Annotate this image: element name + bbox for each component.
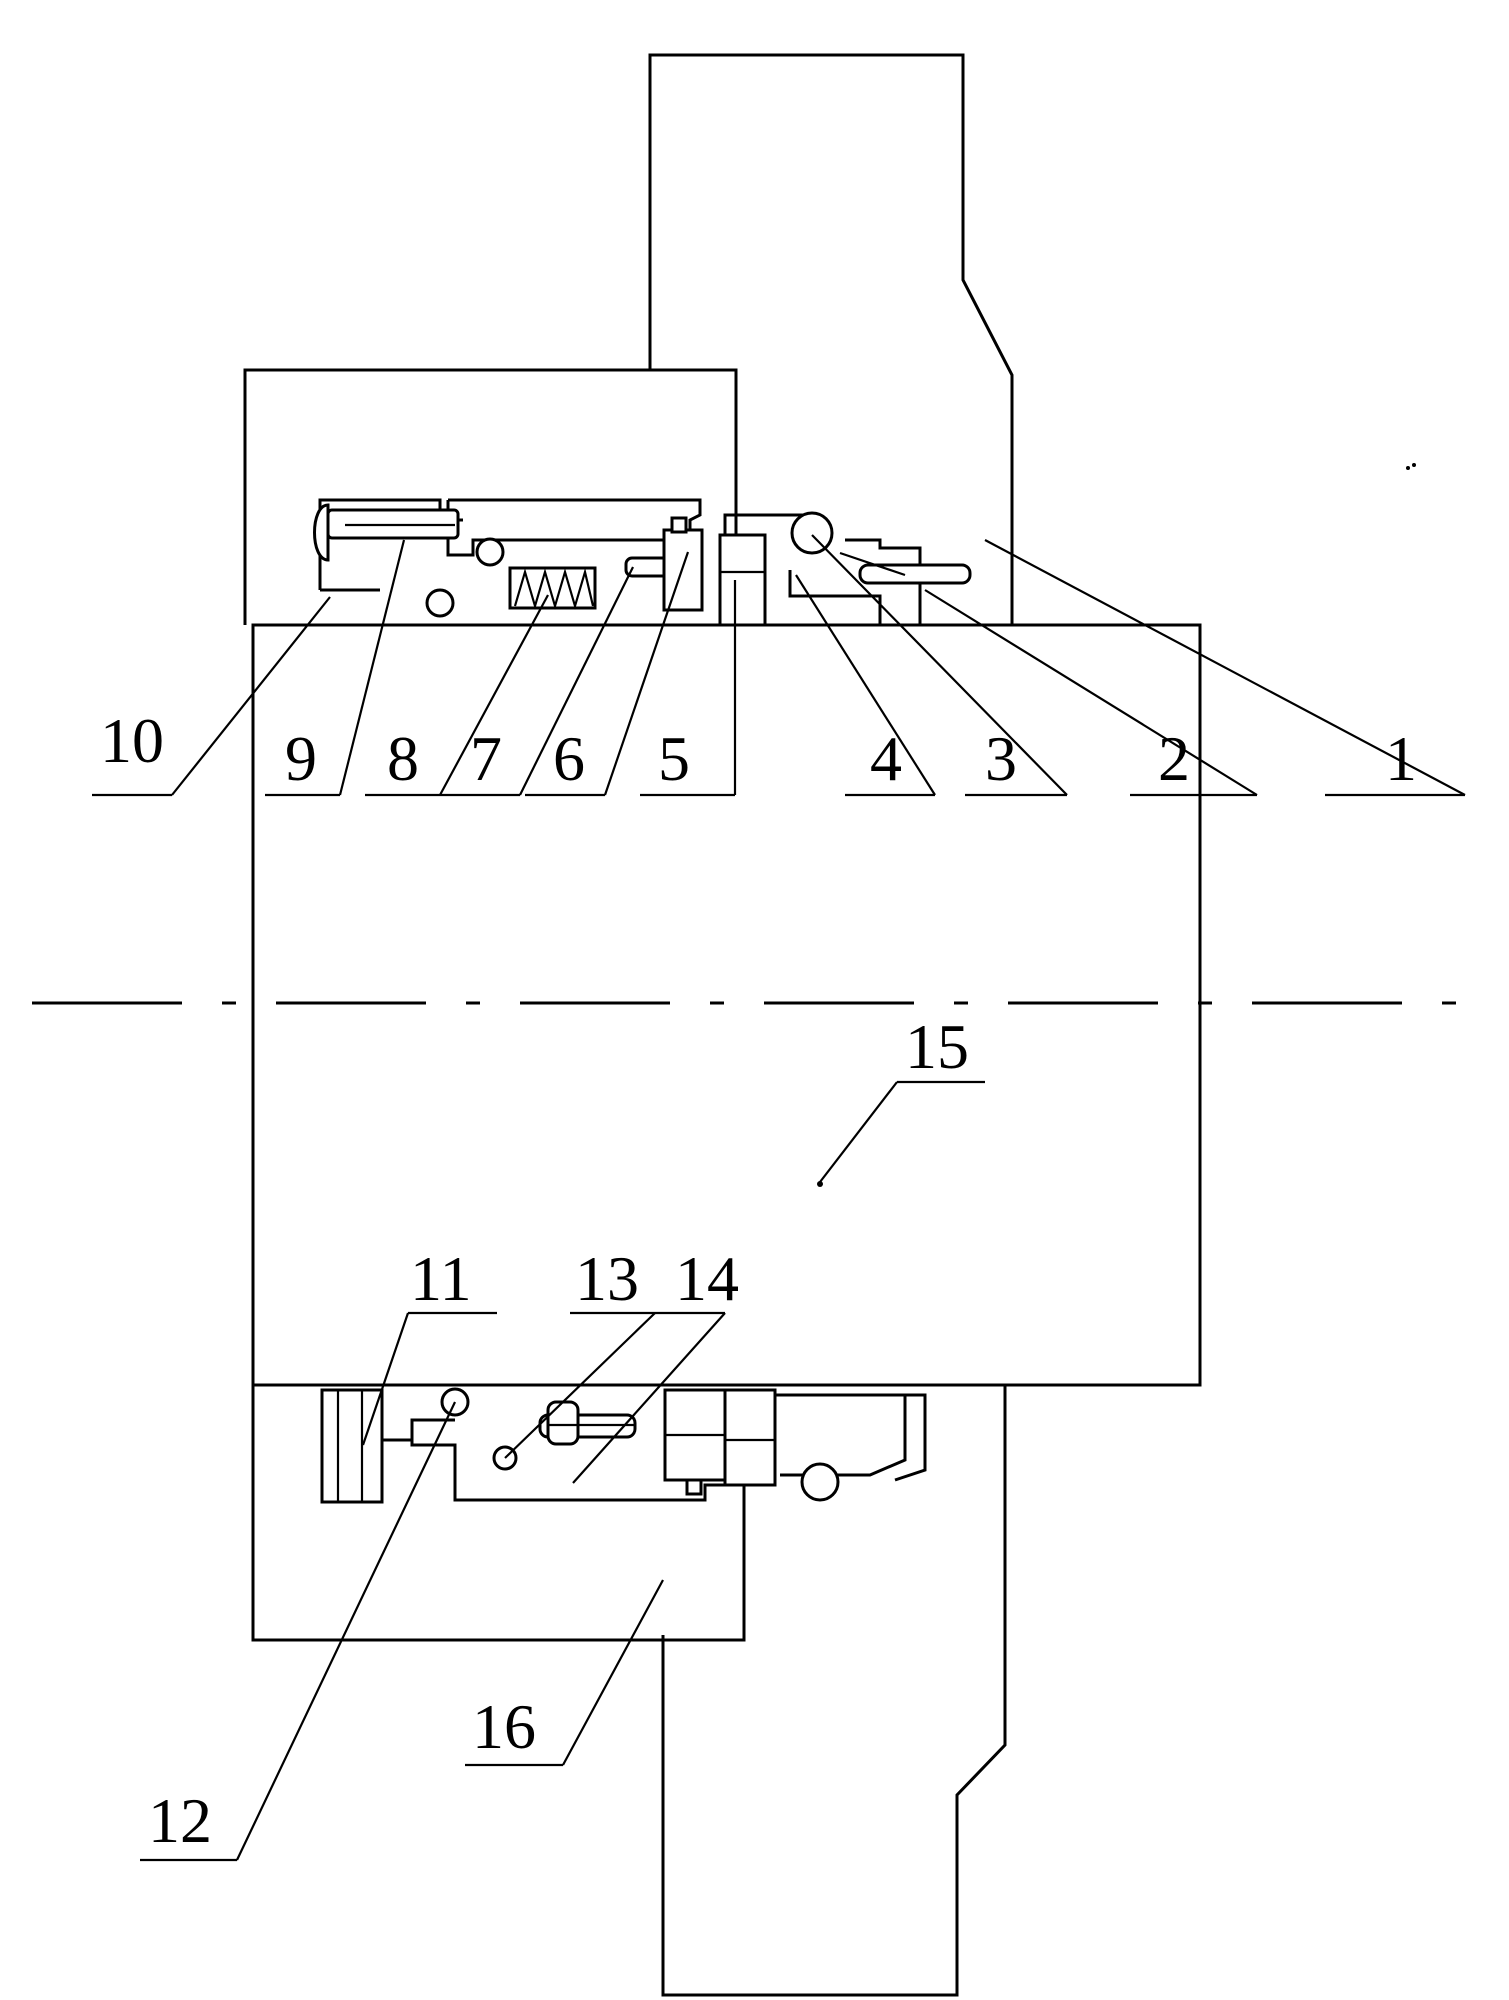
label-13: 13: [575, 1243, 639, 1314]
casing: [648, 53, 1014, 1997]
leaders: [92, 534, 1466, 1862]
label-5: 5: [658, 723, 690, 794]
label-2: 2: [1158, 723, 1190, 794]
part-labels: 1 2 3 4 5 6 7 8 9 10 11 12 13 14 15 16: [100, 705, 1417, 1856]
label-16: 16: [472, 1691, 536, 1762]
label-9: 9: [285, 723, 317, 794]
label-4: 4: [870, 723, 902, 794]
label-14: 14: [675, 1243, 739, 1314]
upper-seal-assembly: [243, 368, 972, 627]
scan-specks: [1406, 463, 1416, 470]
label-3: 3: [985, 723, 1017, 794]
label-10: 10: [100, 705, 164, 776]
label-15: 15: [905, 1011, 969, 1082]
label-1: 1: [1385, 723, 1417, 794]
label-11: 11: [410, 1243, 472, 1314]
label-8: 8: [387, 723, 419, 794]
label-12: 12: [148, 1785, 212, 1856]
lower-seal-assembly: [251, 1383, 1007, 1642]
label-7: 7: [470, 723, 502, 794]
label-6: 6: [553, 723, 585, 794]
